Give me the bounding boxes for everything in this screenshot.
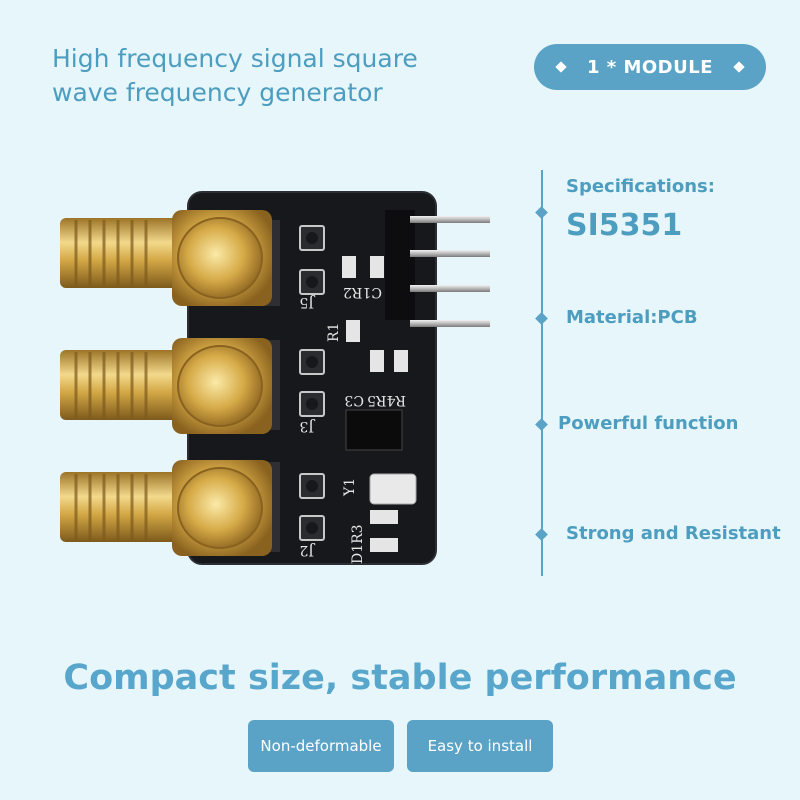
si5351-chip	[345, 409, 403, 451]
header-pin	[410, 285, 490, 292]
silk-d1r3: D1R3	[350, 524, 366, 564]
silk-j2: J2	[299, 542, 316, 558]
silk-j3: J3	[299, 418, 316, 434]
header-pin	[410, 216, 490, 223]
silk-j5: J5	[299, 294, 316, 310]
title-line-2: wave frequency generator	[52, 78, 383, 107]
spec-durability: Strong and Resistant	[566, 523, 781, 544]
spec-label: Specifications:	[566, 176, 715, 197]
silk-c1r2: C1R2	[343, 284, 382, 300]
headline: Compact size, stable performance	[63, 658, 737, 698]
diamond-icon	[535, 206, 548, 219]
silk-r1: R1	[326, 323, 342, 342]
product-title: High frequency signal square wave freque…	[52, 42, 512, 110]
header-pin	[410, 250, 490, 257]
sma-connector-middle	[60, 338, 280, 434]
spec-function: Powerful function	[558, 413, 739, 434]
sma-connector-bottom	[60, 460, 280, 556]
tag-easy-to-install: Easy to install	[407, 720, 553, 772]
tag-non-deformable: Non-deformable	[248, 720, 394, 772]
sma-connector-top	[60, 210, 280, 306]
spec-timeline	[541, 170, 543, 576]
diamond-icon	[535, 418, 548, 431]
title-line-1: High frequency signal square	[52, 44, 418, 73]
spec-model: SI5351	[566, 208, 683, 243]
diamond-icon	[555, 61, 567, 73]
diamond-icon	[733, 61, 745, 73]
silk-r4r5: R4R5	[367, 392, 406, 408]
spec-material: Material:PCB	[566, 307, 698, 328]
silk-y1: Y1	[342, 478, 358, 497]
si5351-module-image: J5 J3 J2 Y1 D1R3 C1R2 R1 C3 R4R5	[60, 191, 490, 565]
diamond-icon	[535, 312, 548, 325]
crystal-y1	[369, 473, 417, 505]
header-pin	[410, 320, 490, 327]
quantity-badge: 1 * MODULE	[534, 44, 766, 90]
diamond-icon	[535, 528, 548, 541]
silk-c3: C3	[344, 392, 364, 408]
header-pins	[385, 210, 490, 327]
badge-text: 1 * MODULE	[586, 56, 713, 78]
